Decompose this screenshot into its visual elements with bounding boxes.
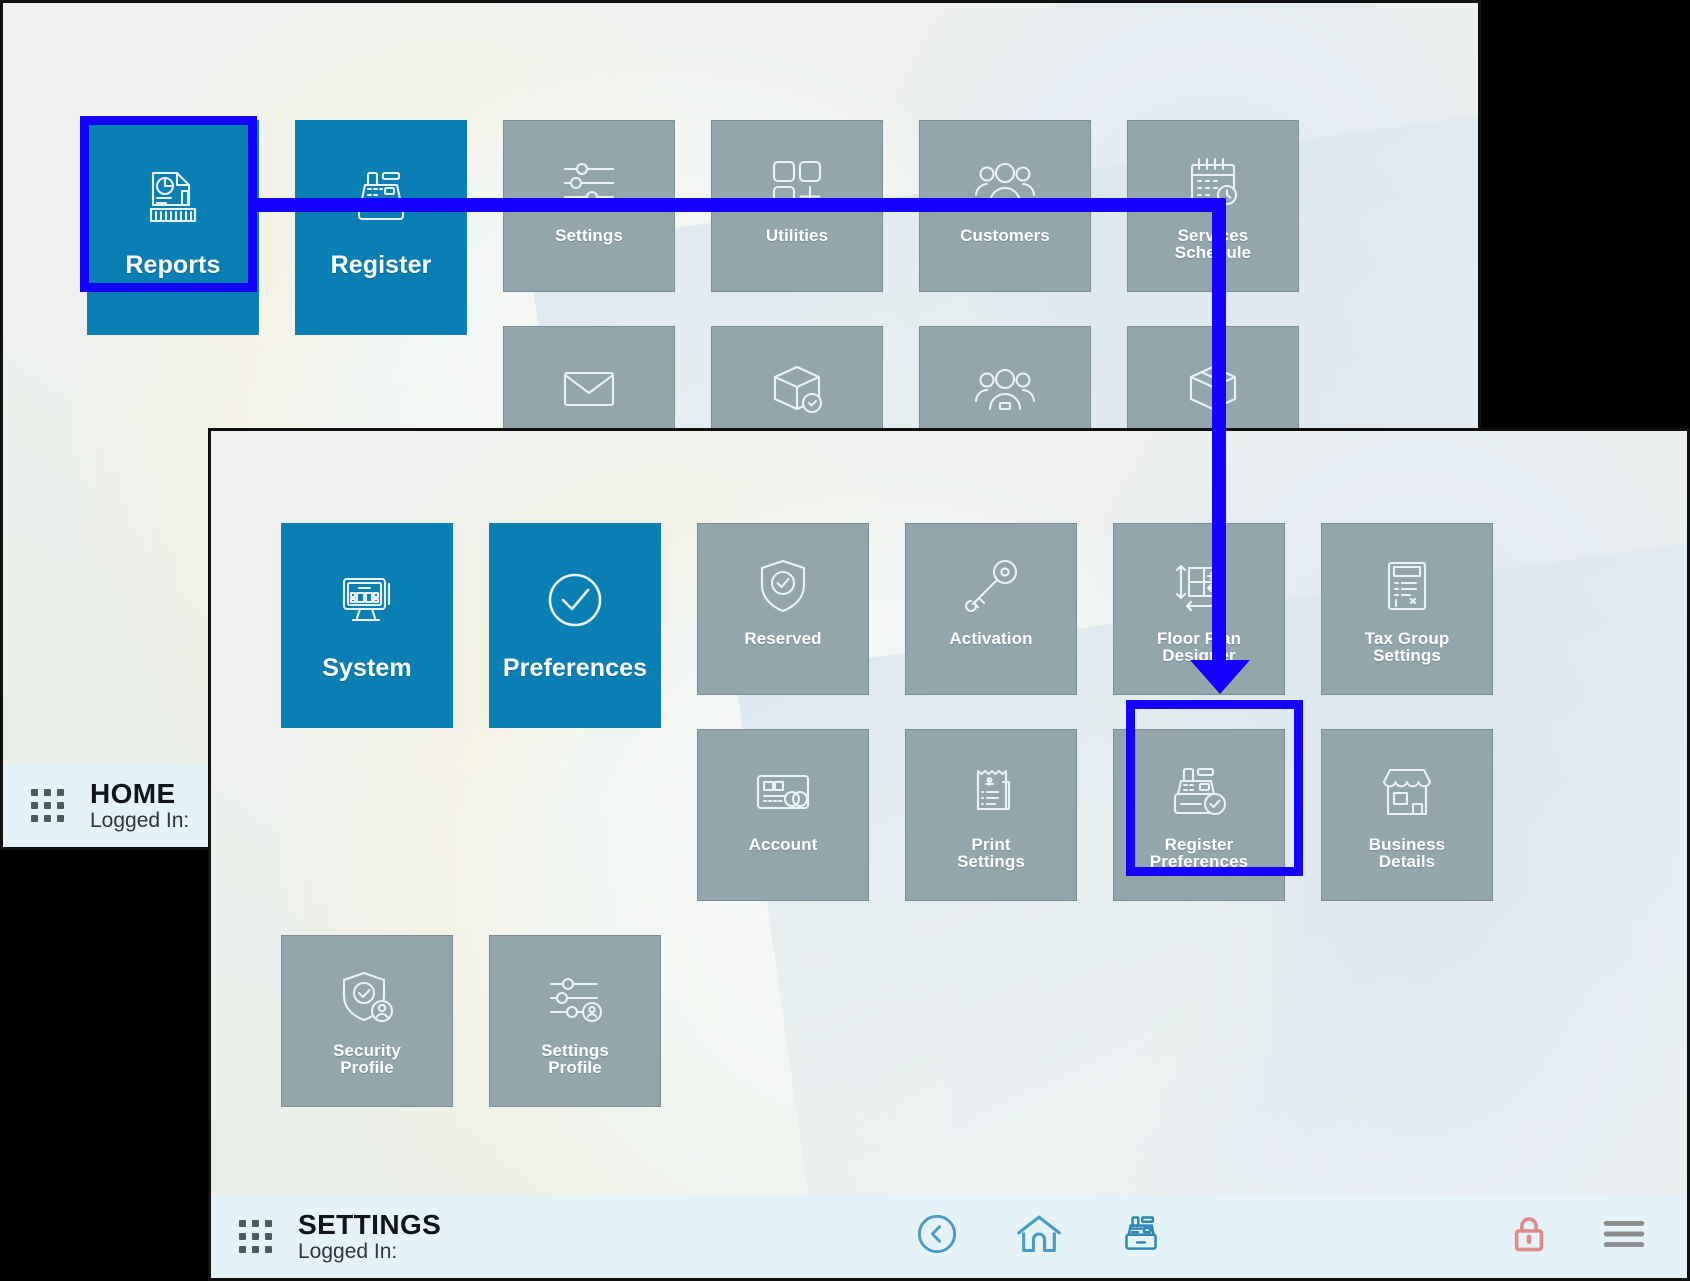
- tile-label: System: [322, 654, 412, 682]
- grid-dots-icon[interactable]: [31, 789, 64, 822]
- people-add-icon: [973, 353, 1037, 425]
- tile-label: Preferences: [502, 654, 648, 682]
- tile-utilities[interactable]: Utilities: [711, 120, 883, 292]
- add-square-icon: [765, 147, 829, 219]
- tile-activation[interactable]: Activation: [905, 523, 1077, 695]
- tile-label: Register: [330, 251, 432, 279]
- cash-register-icon: [349, 155, 413, 239]
- check-circle-icon: [543, 558, 607, 642]
- tile-label: Customers: [960, 226, 1050, 245]
- credit-card-icon: [751, 756, 815, 828]
- tile-account[interactable]: Account: [697, 729, 869, 901]
- cash-register-icon[interactable]: [1118, 1211, 1164, 1262]
- receipt-printer-icon: [959, 756, 1023, 828]
- tile-label: Settings: [555, 226, 623, 245]
- tile-register[interactable]: Register: [295, 120, 467, 335]
- tile-label: Activation: [949, 629, 1033, 648]
- shield-check-icon: [751, 550, 815, 622]
- statusbar-title: HOME: [90, 778, 176, 810]
- statusbar-subtitle: Logged In:: [298, 1239, 398, 1263]
- box-clock-icon: [765, 353, 829, 425]
- key-icon: [959, 550, 1023, 622]
- tax-document-icon: [1375, 550, 1439, 622]
- tile-label: Reports: [125, 251, 221, 279]
- lock-icon[interactable]: [1509, 1212, 1549, 1261]
- statusbar-title: SETTINGS: [298, 1209, 442, 1241]
- sliders-icon: [557, 147, 621, 219]
- tile-label: Account: [748, 835, 818, 854]
- tile-label: Reserved: [744, 629, 822, 648]
- report-chart-icon: [141, 155, 205, 239]
- sliders-user-icon: [543, 962, 607, 1034]
- tile-system[interactable]: System: [281, 523, 453, 728]
- storefront-icon: [1375, 756, 1439, 828]
- monitor-icon: [335, 558, 399, 642]
- floorplan-icon: [1167, 550, 1231, 622]
- shield-user-icon: [335, 962, 399, 1034]
- tile-customers[interactable]: Customers: [919, 120, 1091, 292]
- tile-label: Utilities: [765, 226, 829, 245]
- calendar-clock-icon: [1181, 147, 1245, 219]
- register-check-icon: [1167, 756, 1231, 828]
- grid-dots-icon[interactable]: [239, 1220, 272, 1253]
- tile-preferences[interactable]: Preferences: [489, 523, 661, 728]
- tile-reports[interactable]: Reports: [87, 120, 259, 335]
- envelope-icon: [557, 353, 621, 425]
- people-group-icon: [973, 147, 1037, 219]
- hamburger-icon[interactable]: [1601, 1217, 1647, 1256]
- box-icon: [1181, 353, 1245, 425]
- tile-reserved[interactable]: Reserved: [697, 523, 869, 695]
- home-icon[interactable]: [1014, 1211, 1064, 1262]
- settings-statusbar: SETTINGS Logged In:: [211, 1195, 1687, 1278]
- back-circle-icon[interactable]: [914, 1211, 960, 1262]
- statusbar-subtitle: Logged In:: [90, 808, 190, 832]
- tile-settings[interactable]: Settings: [503, 120, 675, 292]
